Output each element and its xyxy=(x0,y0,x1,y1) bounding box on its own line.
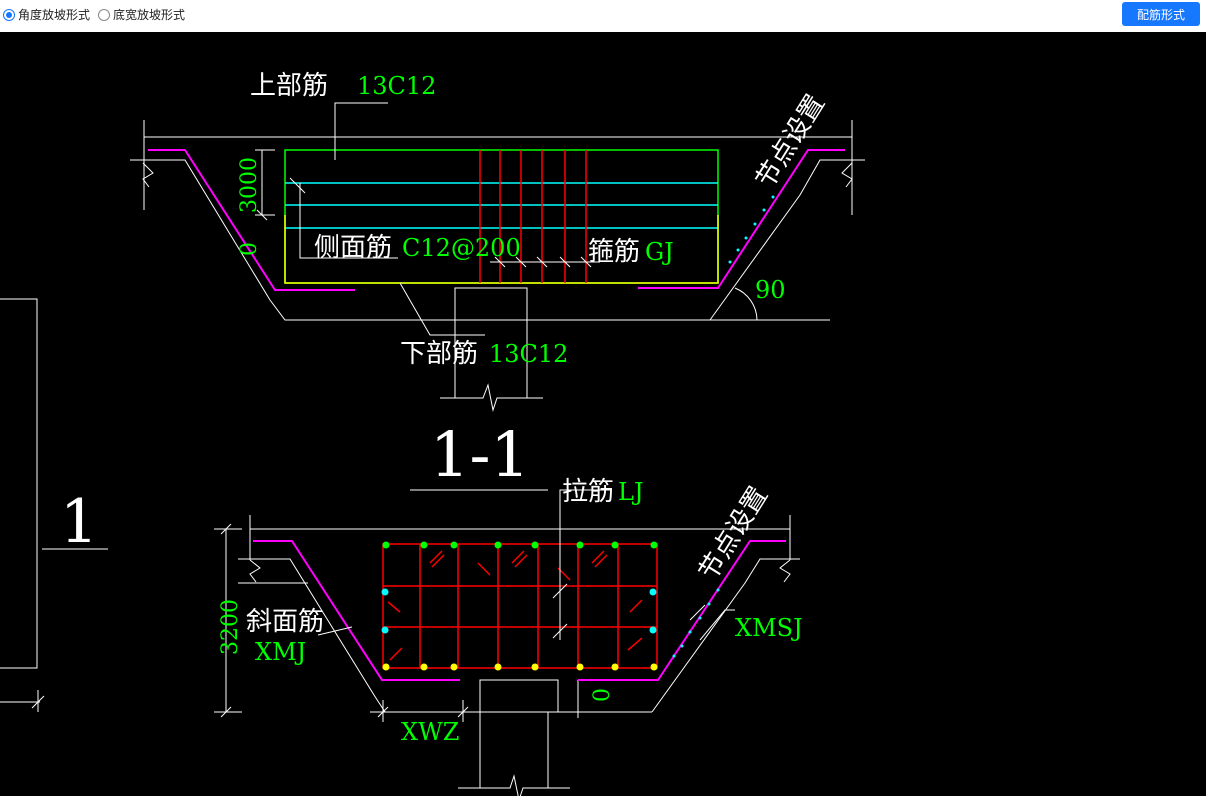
angle-value: 90 xyxy=(755,276,786,304)
radio-dot[interactable] xyxy=(98,8,110,21)
stirrup-label: 箍筋 xyxy=(588,236,640,266)
section-title: 1-1 xyxy=(430,418,530,491)
radio-label-width-slope: 底宽放坡形式 xyxy=(113,8,186,22)
slope-bar-value: XMJ xyxy=(255,638,306,666)
radio-label-angle-slope: 角度放坡形式 xyxy=(18,8,91,22)
left-section-number: 1 xyxy=(60,487,98,557)
top-bar-label: 上部筋 xyxy=(250,70,328,100)
zero-dimension-top: 0 xyxy=(237,242,262,256)
node-setting-bottom: 节点设置 xyxy=(693,481,774,585)
bottom-bar-value: 13C12 xyxy=(489,340,568,368)
side-bar-label: 侧面筋 xyxy=(314,232,392,262)
left-section-mark xyxy=(0,298,108,712)
toolbar: 角度放坡形式 底宽放坡形式 配筋形式 xyxy=(0,0,1206,32)
stirrup-value: GJ xyxy=(645,238,674,266)
slope-bar-label: 斜面筋 xyxy=(246,606,324,636)
height-dimension-top: 3000 xyxy=(237,157,262,213)
radio-angle-slope[interactable]: 角度放坡形式 xyxy=(3,6,90,23)
bottom-section xyxy=(214,489,800,796)
tie-bar-value: LJ xyxy=(618,478,644,506)
radio-width-slope[interactable]: 底宽放坡形式 xyxy=(98,6,185,23)
side-bar-value: C12@200 xyxy=(402,234,521,262)
height-dimension-bottom: 3200 xyxy=(218,599,243,655)
top-bar-value: 13C12 xyxy=(357,72,436,100)
tie-bar-label: 拉筋 xyxy=(562,476,614,506)
cad-drawing: 上部筋 13C12 3000 0 侧面筋 C12@200 箍筋 GJ 节点设置 … xyxy=(0,70,865,796)
bottom-bar-label: 下部筋 xyxy=(400,338,478,368)
rebar-dots xyxy=(381,541,658,671)
zero-dimension-bottom: 0 xyxy=(590,688,615,702)
top-section xyxy=(130,102,865,412)
rebar-form-button[interactable]: 配筋形式 xyxy=(1122,2,1200,26)
slope-width-value: XWZ xyxy=(401,718,459,746)
slope-tie-value: XMSJ xyxy=(735,614,803,642)
radio-dot-checked[interactable] xyxy=(3,8,15,21)
